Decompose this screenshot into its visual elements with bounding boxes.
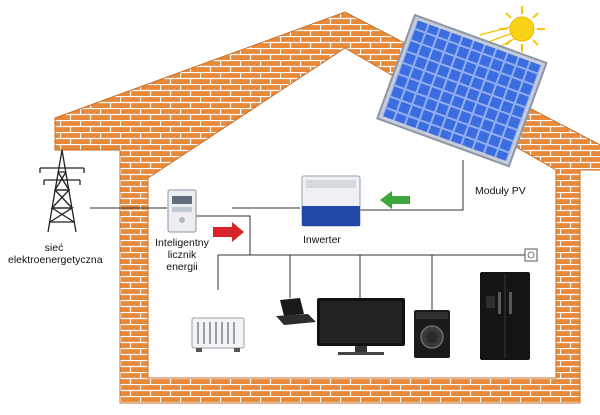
smart-meter-label: Inteligentny licznik energii: [150, 237, 214, 273]
sun-icon: [499, 6, 545, 52]
smart-meter-label-line2: licznik: [167, 249, 197, 261]
washing-machine-icon: [414, 310, 450, 358]
smart-meter-label-line1: Inteligentny: [155, 237, 209, 249]
transmission-tower-icon: [39, 149, 85, 233]
pv-modules-label: Moduły PV: [475, 185, 526, 197]
solar-panel-icon: [376, 13, 548, 168]
inverter-icon: [301, 175, 361, 227]
fridge-icon: [480, 272, 530, 360]
grid-label-line1: sieć: [44, 242, 64, 254]
inverter-label: Inwerter: [303, 234, 341, 246]
socket-icon: [524, 248, 538, 262]
smart-meter-icon: [167, 189, 197, 233]
grid-label-line2: elektroenergetyczna: [8, 254, 103, 266]
green-arrow-icon: [380, 191, 410, 209]
laptop-icon: [276, 298, 316, 325]
smart-meter-label-line3: energii: [166, 261, 198, 273]
tv-icon: [317, 298, 405, 355]
heater-icon: [191, 317, 245, 352]
wiring: [90, 160, 534, 310]
grid-label: sieć elektroenergetyczna: [8, 242, 103, 266]
red-arrow-icon: [213, 222, 244, 242]
